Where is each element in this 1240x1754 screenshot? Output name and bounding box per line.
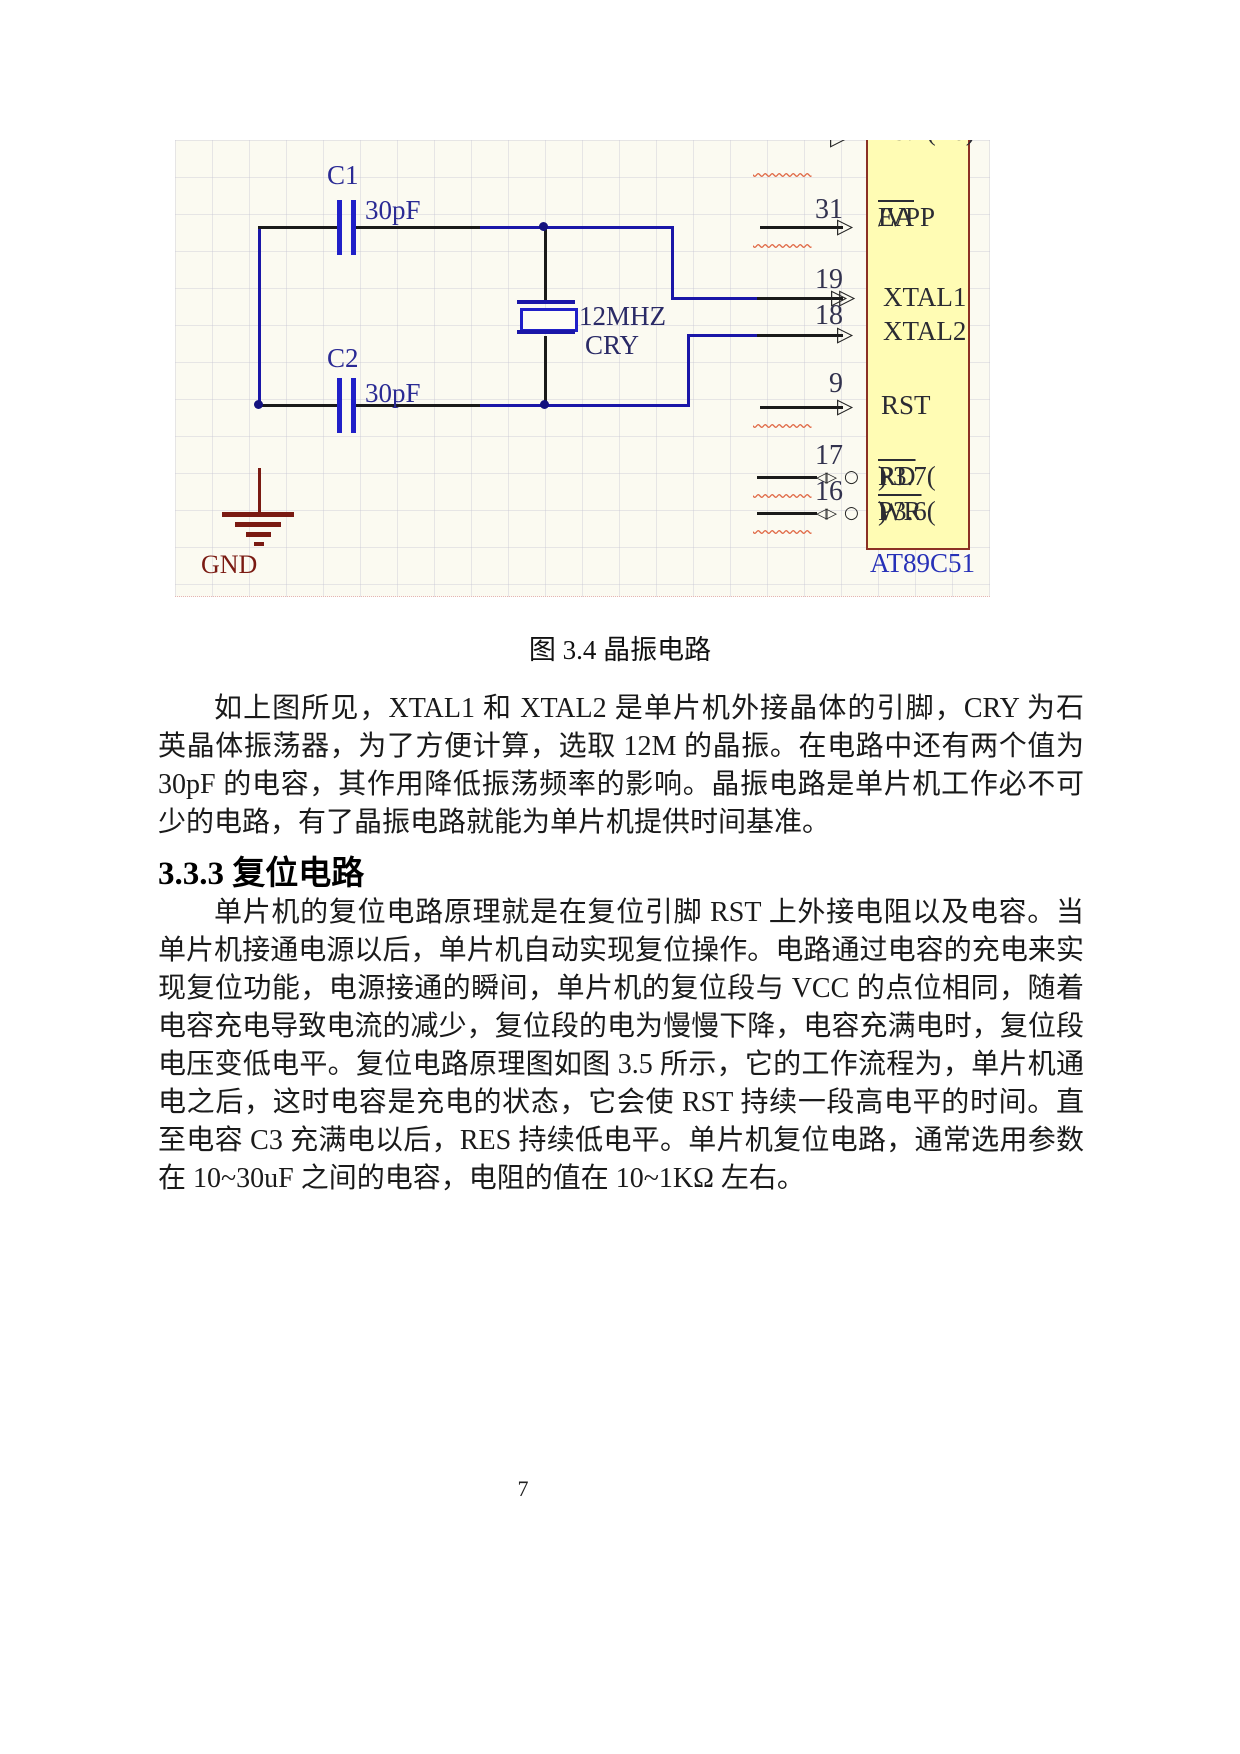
- pin-number-16: 16: [815, 476, 843, 507]
- pin-number-19: 19: [815, 264, 843, 295]
- pin-number-31: 31: [815, 194, 843, 225]
- c2-value: 30pF: [365, 378, 421, 408]
- pin-bubble-icon: ○: [844, 503, 859, 523]
- ground-bar: [254, 542, 264, 546]
- paragraph-reset-circuit: 单片机的复位电路原理就是在复位引脚 RST 上外接电阻以及电容。当单片机接通电源…: [158, 897, 1084, 1194]
- wavy-underline: [753, 160, 863, 173]
- crystal-value: 12MHZ: [579, 301, 666, 331]
- crystal-designator: CRY: [585, 330, 640, 360]
- capacitor-c1-plate: [337, 200, 342, 255]
- ground-bar: [235, 522, 281, 527]
- overline-text: EA: [878, 202, 914, 232]
- ground-bar: [222, 512, 294, 517]
- c1-designator: C1: [327, 160, 359, 190]
- wire-segment: [356, 226, 480, 229]
- wavy-underline: [753, 481, 863, 494]
- junction-dot: [540, 400, 549, 409]
- wavy-underline: [753, 411, 863, 424]
- crystal-body: [520, 308, 578, 332]
- wire-segment: [480, 404, 690, 407]
- figure-3-4-schematic: GND C1 30pF C2 30pF 12MHZ CRY P3.4(T0) ▷…: [175, 140, 990, 597]
- section-heading-3-3-3: 3.3.3 复位电路: [158, 856, 365, 892]
- pin-number-17: 17: [815, 440, 843, 471]
- wavy-underline: [753, 231, 863, 244]
- label-text: /VPP: [878, 202, 936, 232]
- pin-arrow-icon: ▷: [837, 214, 854, 238]
- label-text: ): [878, 461, 887, 491]
- pin-wire: [760, 226, 843, 229]
- chip-pin-label-xtal1: XTAL1: [883, 282, 967, 312]
- figure-caption: 图 3.4 晶振电路: [528, 635, 712, 665]
- label-text: P3.6(: [878, 496, 936, 526]
- wire-segment: [356, 404, 480, 407]
- junction-dot: [539, 222, 548, 231]
- pin-bubble-icon: ○: [844, 467, 859, 487]
- junction-dot: [254, 400, 263, 409]
- ic-at89c51-body: [866, 140, 970, 550]
- wire-segment: [480, 226, 674, 229]
- wire-segment: [687, 335, 690, 407]
- pin-wire: [757, 297, 843, 300]
- wire-segment: [544, 226, 547, 302]
- label-text: P3.7(: [878, 461, 936, 491]
- wire-segment: [258, 226, 261, 408]
- pin-number-9: 9: [829, 368, 843, 399]
- wire-segment: [671, 297, 759, 300]
- overline-text: RD: [878, 461, 916, 491]
- capacitor-c2-plate: [337, 378, 342, 433]
- chip-designator: AT89C51: [870, 548, 976, 578]
- pin-arrow-icon: ▷: [837, 322, 854, 346]
- pin-arrow-icon: ▷: [837, 394, 854, 418]
- wire-segment: [258, 226, 338, 229]
- pin-bidir-arrow-icon: ◁▷: [816, 468, 837, 486]
- ground-stem: [258, 468, 261, 514]
- wire-segment: [687, 334, 759, 337]
- pin-bidir-arrow-icon: ◁▷: [816, 504, 837, 522]
- pin-wire: [757, 476, 817, 479]
- capacitor-c1-plate: [351, 200, 356, 255]
- wire-segment: [544, 336, 547, 407]
- c1-value: 30pF: [365, 195, 421, 225]
- ground-bar: [246, 532, 271, 537]
- chip-pin-label-p34-clipped: P3.4(T0): [878, 140, 975, 147]
- capacitor-c2-plate: [351, 378, 356, 433]
- crystal-bottom-cap: [517, 330, 575, 334]
- chip-pin-label-xtal2: XTAL2: [883, 316, 967, 346]
- page-number: 7: [517, 1476, 529, 1501]
- pin-wire: [757, 334, 843, 337]
- wire-segment: [258, 404, 338, 407]
- overline-text: WR: [878, 496, 922, 526]
- pin-wire: [757, 512, 817, 515]
- label-text: ): [878, 496, 887, 526]
- wire-segment: [671, 226, 674, 300]
- pin-arrow-icon: ▷: [830, 140, 846, 149]
- c2-designator: C2: [327, 343, 359, 373]
- pin-number-18: 18: [815, 300, 843, 331]
- paragraph-oscillator: 如上图所见，XTAL1 和 XTAL2 是单片机外接晶体的引脚，CRY 为石英晶…: [158, 693, 1084, 838]
- chip-pin-label-rst: RST: [881, 390, 931, 420]
- crystal-top-cap: [517, 300, 575, 304]
- wavy-underline: [753, 517, 863, 530]
- ground-label: GND: [201, 550, 258, 579]
- pin-wire: [760, 406, 843, 409]
